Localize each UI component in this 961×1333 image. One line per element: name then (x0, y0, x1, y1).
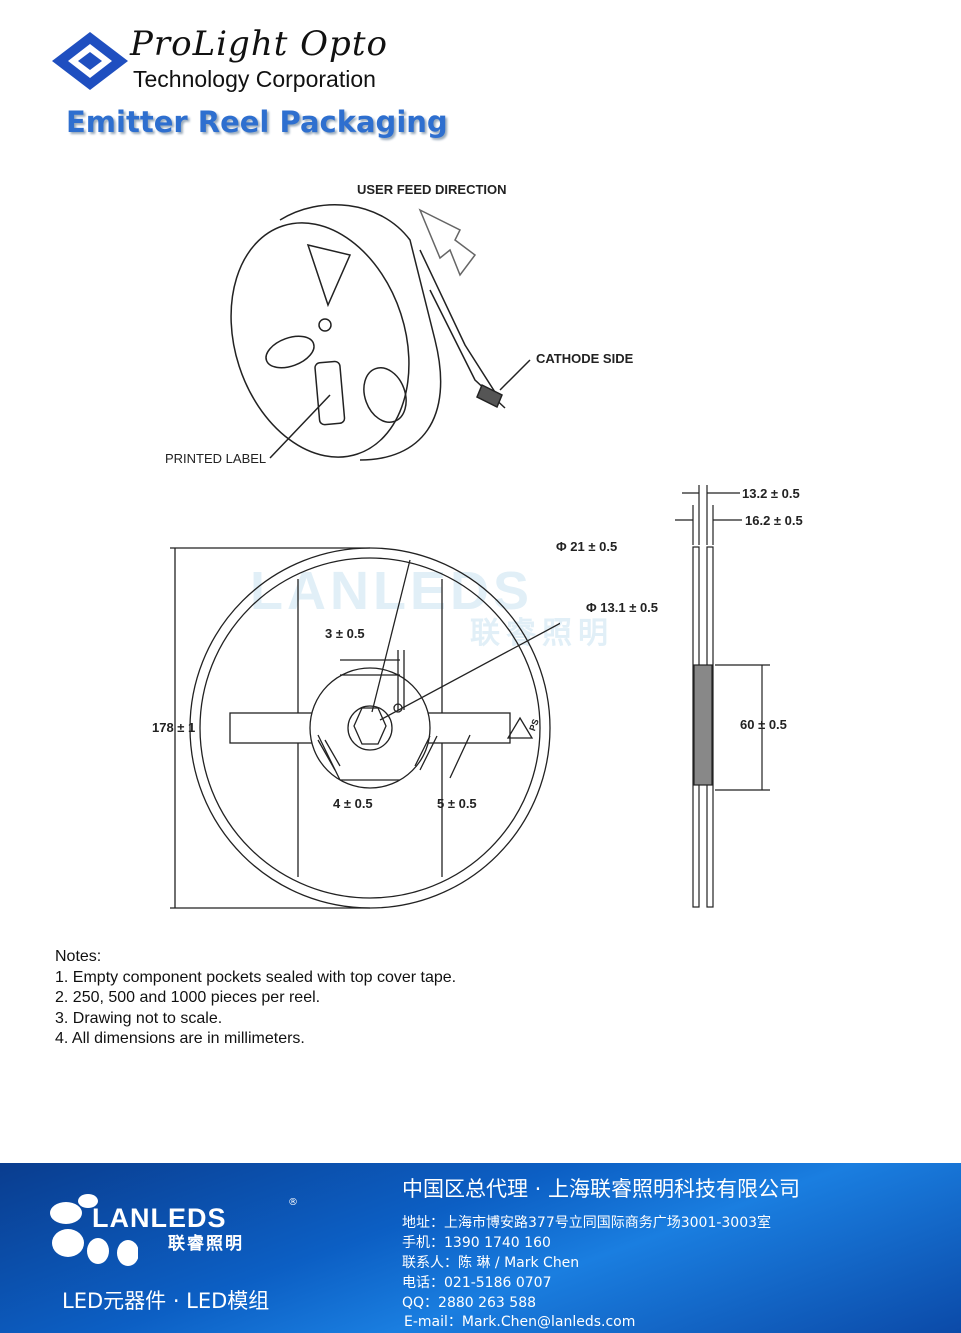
dim-diameter: 178 ± 1 (152, 720, 196, 735)
dim-hub-outer: Φ 21 ± 0.5 (556, 539, 618, 554)
reel-perspective-drawing (230, 204, 531, 461)
footer-address: 地址：上海市博安路377号立同国际商务广场3001-3003室 (402, 1215, 772, 1231)
footer-phone: 电话：021-5186 0707 (402, 1275, 552, 1291)
footer-tagline: LED元器件 · LED模组 (62, 1289, 270, 1313)
label-cathode-side: CATHODE SIDE (536, 351, 634, 366)
lanleds-logo-icon (50, 1194, 138, 1266)
watermark-brand: LANLEDS (250, 561, 533, 621)
dim-outer-width: 16.2 ± 0.5 (745, 513, 803, 528)
registered-mark: ® (288, 1197, 298, 1208)
footer-email[interactable]: E-mail：Mark.Chen@lanleds.com (404, 1314, 636, 1330)
dim-right-spoke: 5 ± 0.5 (437, 796, 477, 811)
footer-brand-cn: 联睿照明 (168, 1234, 244, 1254)
logo-subtitle: Technology Corporation (133, 66, 376, 92)
footer-contact: 联系人：陈 琳 / Mark Chen (402, 1255, 580, 1271)
dim-hub-diameter: 60 ± 0.5 (740, 717, 787, 732)
label-printed-label: PRINTED LABEL (165, 451, 267, 466)
note-item: 4. All dimensions are in millimeters. (55, 1030, 305, 1047)
note-item: 3. Drawing not to scale. (55, 1009, 223, 1027)
footer-mobile: 手机：1390 1740 160 (402, 1235, 551, 1251)
dim-slot: 3 ± 0.5 (325, 626, 365, 641)
logo-name: ProLight Opto (130, 24, 388, 64)
footer-qq: QQ：2880 263 588 (402, 1295, 537, 1311)
dim-hub-inner: Φ 13.1 ± 0.5 (586, 600, 659, 615)
note-item: 1. Empty component pockets sealed with t… (55, 968, 457, 986)
notes-heading: Notes: (55, 948, 102, 965)
footer-company: 中国区总代理 · 上海联睿照明科技有限公司 (402, 1177, 801, 1201)
footer-brand: LANLEDS (92, 1203, 227, 1233)
reel-front-view (170, 547, 560, 909)
notes: Notes: 1. Empty component pockets sealed… (55, 947, 456, 1050)
footer-banner: LANLEDS ® 联睿照明 LED元器件 · LED模组 中国区总代理 · 上… (0, 1163, 961, 1333)
dim-inner-width: 13.2 ± 0.5 (742, 486, 800, 501)
prolight-logo-icon (52, 32, 128, 90)
reel-side-view (675, 485, 770, 908)
dim-left-spoke: 4 ± 0.5 (333, 796, 373, 811)
page-title: Emitter Reel Packaging (66, 105, 448, 139)
note-item: 2. 250, 500 and 1000 pieces per reel. (55, 989, 321, 1006)
watermark-brand-cn: 联睿照明 (470, 617, 614, 650)
label-user-feed-direction: USER FEED DIRECTION (357, 182, 507, 197)
